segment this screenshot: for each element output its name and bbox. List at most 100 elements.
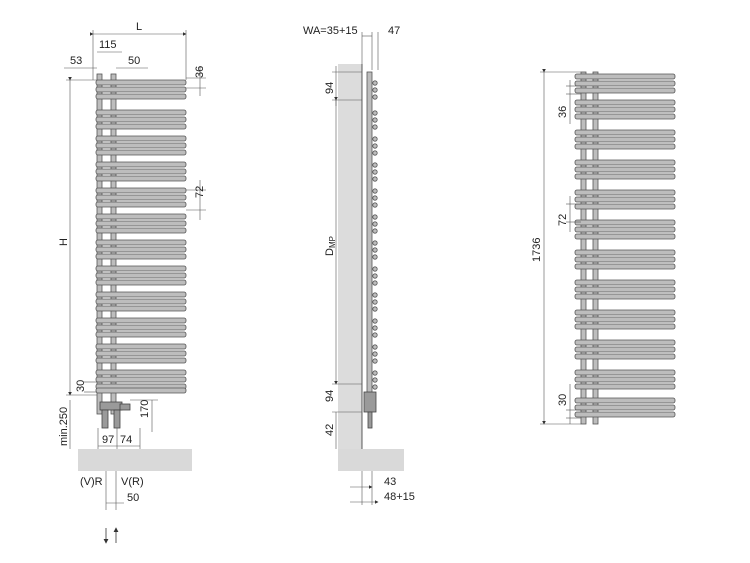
front-bar <box>95 135 187 142</box>
side-bar-end <box>372 351 378 357</box>
right-bar <box>574 99 676 106</box>
front-valve-left <box>101 409 109 429</box>
right-bar <box>574 339 676 346</box>
right-bar <box>574 80 676 87</box>
right-bar <box>574 346 676 353</box>
front-floor <box>78 449 192 471</box>
side-bar-end <box>372 143 378 149</box>
dim-1736: 1736 <box>531 238 543 262</box>
right-bar <box>574 189 676 196</box>
dim-dmp: DMP <box>324 236 337 256</box>
side-bar-end <box>372 318 378 324</box>
dim-42: 42 <box>324 424 336 436</box>
side-bar-end <box>372 87 378 93</box>
front-bar <box>95 387 187 394</box>
side-bar-end <box>372 110 378 116</box>
front-bar <box>95 86 187 93</box>
front-valve-knob <box>119 403 131 411</box>
right-bar <box>574 249 676 256</box>
side-bar-end <box>372 325 378 331</box>
front-bar <box>95 350 187 357</box>
right-bar <box>574 233 676 240</box>
front-bar <box>95 93 187 100</box>
front-bar <box>95 187 187 194</box>
dim-wa: WA=35+15 <box>303 25 358 37</box>
side-bar-end <box>372 221 378 227</box>
side-bar-end <box>372 273 378 279</box>
side-bar-ends <box>372 80 378 390</box>
dim-72: 72 <box>194 186 206 198</box>
side-wall <box>338 64 362 449</box>
dim-94-bottom: 94 <box>324 390 336 402</box>
label-vr-right: V(R) <box>121 476 144 488</box>
dim-94-top: 94 <box>324 82 336 94</box>
front-bar <box>95 161 187 168</box>
side-bar-end <box>372 202 378 208</box>
side-bar-end <box>372 247 378 253</box>
side-bar-end <box>372 94 378 100</box>
dim-36: 36 <box>194 66 206 78</box>
right-bar <box>574 397 676 404</box>
side-bar-end <box>372 195 378 201</box>
side-bar-end <box>372 169 378 175</box>
right-bar <box>574 376 676 383</box>
side-bar-end <box>372 228 378 234</box>
right-bar <box>574 279 676 286</box>
side-bar-end <box>372 299 378 305</box>
side-view: WA=35+15 47 94 DMP 94 42 43 48+15 <box>303 25 415 505</box>
front-view: L 115 53 50 36 72 H 30 170 min.250 <box>58 21 206 544</box>
dim-115: 115 <box>99 39 117 51</box>
front-bar <box>95 265 187 272</box>
right-bar <box>574 136 676 143</box>
front-bars <box>95 79 187 394</box>
right-bar <box>574 263 676 270</box>
side-bar-end <box>372 117 378 123</box>
right-bar <box>574 293 676 300</box>
right-bar <box>574 113 676 120</box>
side-floor <box>338 449 404 471</box>
right-bar <box>574 173 676 180</box>
front-bar <box>95 279 187 286</box>
dim-50-top: 50 <box>128 55 140 67</box>
right-bar <box>574 166 676 173</box>
front-bar <box>95 305 187 312</box>
side-bar-end <box>372 136 378 142</box>
front-bar <box>95 246 187 253</box>
front-bar <box>95 298 187 305</box>
right-bar <box>574 369 676 376</box>
dim-47: 47 <box>388 25 400 37</box>
front-bar <box>95 175 187 182</box>
side-bar-end <box>372 292 378 298</box>
front-bar <box>95 123 187 130</box>
right-bar <box>574 256 676 263</box>
right-bar <box>574 219 676 226</box>
front-bar <box>95 324 187 331</box>
dim-72-right: 72 <box>557 214 569 226</box>
right-bar <box>574 106 676 113</box>
front-bar <box>95 369 187 376</box>
side-bar-end <box>372 240 378 246</box>
side-bar-end <box>372 358 378 364</box>
front-bar <box>95 227 187 234</box>
side-bar-end <box>372 124 378 130</box>
front-valve-right <box>113 409 121 429</box>
side-bar-end <box>372 266 378 272</box>
right-bar <box>574 196 676 203</box>
front-bar <box>95 331 187 338</box>
front-bar <box>95 376 187 383</box>
right-bar <box>574 309 676 316</box>
dim-50-bottom: 50 <box>127 492 139 504</box>
dim-H: H <box>58 238 70 246</box>
dim-L: L <box>136 21 142 33</box>
side-bar-end <box>372 332 378 338</box>
dim-53: 53 <box>70 55 82 67</box>
front-bar <box>95 116 187 123</box>
side-bar-end <box>372 306 378 312</box>
right-bar <box>574 203 676 210</box>
right-bar <box>574 286 676 293</box>
dim-30: 30 <box>75 380 87 392</box>
front-valve-body <box>99 401 123 411</box>
side-bar-end <box>372 150 378 156</box>
front-bar <box>95 253 187 260</box>
dim-48-15: 48+15 <box>384 491 415 503</box>
